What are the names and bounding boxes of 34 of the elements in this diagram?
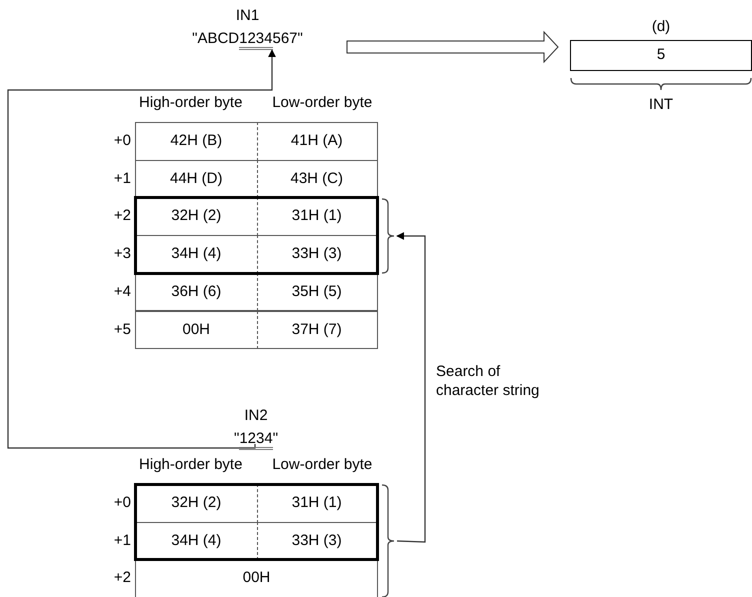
table-cell: 37H (7): [256, 310, 378, 350]
edge-label: Search of character string: [436, 362, 540, 400]
curly-bracket: [381, 484, 397, 597]
row-offset: +3: [112, 244, 131, 264]
table-cell: 41H (A): [256, 122, 378, 161]
arrow: [7, 49, 276, 449]
string-value: "1234": [234, 429, 278, 449]
table-cell: 00H: [135, 559, 378, 597]
table-cell: 42H (B): [135, 122, 258, 161]
output-label: (d): [652, 17, 670, 37]
row-offset: +1: [112, 530, 131, 551]
arrow: [396, 232, 426, 543]
table-cell: 36H (6): [135, 272, 258, 312]
table-cell: 00H: [135, 310, 258, 350]
row-offset: +1: [112, 168, 131, 189]
column-header: High-order byte: [138, 455, 244, 475]
value-cell: 5: [570, 40, 752, 71]
table-cell: 44H (D): [135, 160, 258, 198]
type-label: INT: [648, 95, 674, 115]
row-offset: +5: [112, 320, 131, 340]
row-offset: +2: [112, 206, 131, 226]
row-offset: +0: [112, 131, 131, 151]
column-header: Low-order byte: [271, 455, 374, 475]
block-arrow: [346, 30, 559, 64]
string-value: "ABCD1234567": [192, 29, 303, 49]
operand-name: IN2: [244, 406, 268, 426]
curly-bracket: [381, 198, 397, 274]
row-offset: +2: [112, 568, 131, 588]
operand-name: IN1: [236, 6, 260, 26]
row-offset: +0: [112, 493, 131, 513]
column-header: High-order byte: [138, 93, 244, 113]
row-offset: +4: [112, 282, 131, 302]
table-cell: 35H (5): [256, 272, 378, 312]
column-header: Low-order byte: [271, 93, 374, 113]
